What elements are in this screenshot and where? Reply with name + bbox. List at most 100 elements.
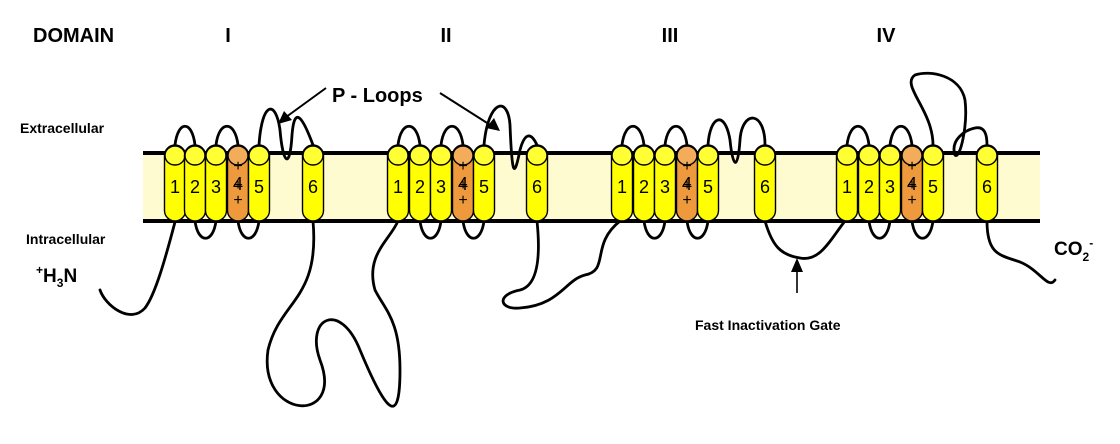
segment-cap xyxy=(302,145,324,166)
segment-cap xyxy=(387,145,409,166)
segment-cap xyxy=(205,145,227,166)
loop-iv-s4-s5-intra xyxy=(910,219,935,240)
segment-cap xyxy=(879,145,901,166)
segment-number: 6 xyxy=(760,177,770,197)
segment-number: 2 xyxy=(190,177,200,197)
loop-ii-s2-s3-intra xyxy=(418,219,443,240)
segment-s6-domain-i: 6 xyxy=(301,144,325,222)
segment-s3-domain-iv: 3 xyxy=(878,144,902,222)
voltage-sensor-charge: + xyxy=(458,158,467,175)
segment-number: 3 xyxy=(885,177,895,197)
loop-i-s2-s3-intra xyxy=(193,219,218,240)
segment-s1-domain-i: 1 xyxy=(163,144,187,222)
segment-s5-domain-iv: 5 xyxy=(921,144,945,222)
domain-header-label: DOMAIN xyxy=(33,25,114,47)
voltage-sensor-charge: + xyxy=(233,192,242,209)
segment-number: 1 xyxy=(170,177,180,197)
segment-number: 5 xyxy=(254,177,264,197)
voltage-sensor-charge: + xyxy=(233,177,242,194)
p-loops-label: P - Loops xyxy=(332,85,423,107)
c-terminus-label: CO2- xyxy=(1054,236,1093,264)
segment-number: 3 xyxy=(660,177,670,197)
loop-iii-s3-s4-extra xyxy=(663,125,689,147)
loop-ii-s3-s4-extra xyxy=(439,125,465,147)
segment-number: 4 xyxy=(682,174,692,194)
segment-cap xyxy=(922,145,944,166)
loop-iii-s1-s2-extra xyxy=(620,125,646,147)
segment-number: 1 xyxy=(617,177,627,197)
domain-numeral-i: I xyxy=(225,25,231,47)
loop-i-s4-s5-intra xyxy=(236,219,261,240)
voltage-sensor-charge: + xyxy=(682,192,691,209)
segment-s5-domain-i: 5 xyxy=(247,144,271,222)
segment-cap xyxy=(754,145,776,166)
segment-s4-domain-ii: 4+++ xyxy=(451,144,475,222)
voltage-sensor-charge: + xyxy=(233,158,242,175)
loop-iv-s3-s4-extra xyxy=(888,125,914,147)
voltage-sensor-charge: + xyxy=(682,158,691,175)
segment-cap xyxy=(654,145,676,166)
segment-s3-domain-i: 3 xyxy=(204,144,228,222)
domain-numeral-iii: III xyxy=(662,25,679,47)
loop-i-s1-s2-extra xyxy=(173,125,197,147)
segment-cap xyxy=(858,145,880,166)
segment-cap xyxy=(526,145,548,166)
p-loop-iv xyxy=(909,71,989,157)
voltage-sensor-charge: + xyxy=(907,192,916,209)
n-terminus-tail: N xyxy=(63,266,77,287)
voltage-sensor-charge: + xyxy=(682,177,691,194)
segment-s1-domain-ii: 1 xyxy=(386,144,410,222)
voltage-sensor-charge: + xyxy=(458,192,467,209)
segment-cap xyxy=(697,145,719,166)
loop-iv-s1-s2-extra xyxy=(845,125,871,147)
n-terminal-tail xyxy=(98,220,177,316)
segment-number: 5 xyxy=(479,177,489,197)
linker-i-ii xyxy=(265,219,402,408)
segment-cap xyxy=(836,145,858,166)
segment-s3-domain-iii: 3 xyxy=(653,144,677,222)
extracellular-label: Extracellular xyxy=(20,120,105,136)
loop-iv-s2-s3-intra xyxy=(867,219,892,240)
p-loop-i xyxy=(257,107,315,161)
segment-cap xyxy=(164,145,186,166)
intracellular-label: Intracellular xyxy=(26,231,106,247)
p-loops-pointers xyxy=(278,87,500,131)
segment-cap xyxy=(633,145,655,166)
segment-cap xyxy=(430,145,452,166)
loop-i-s3-s4-extra xyxy=(214,125,240,147)
linker-ii-iii xyxy=(501,219,622,310)
domain-numeral-ii: II xyxy=(440,25,451,47)
segment-cap xyxy=(184,145,206,166)
fast-inactivation-gate-arrow xyxy=(791,258,803,293)
p-loop-iii xyxy=(706,116,767,164)
segment-number: 1 xyxy=(842,177,852,197)
segment-s2-domain-ii: 2 xyxy=(408,144,432,222)
segment-s5-domain-ii: 5 xyxy=(472,144,496,222)
segment-cap xyxy=(976,145,998,166)
segment-number: 4 xyxy=(458,174,468,194)
c-terminal-tail xyxy=(985,219,1057,284)
segment-cap xyxy=(248,145,270,166)
segment-s1-domain-iv: 1 xyxy=(835,144,859,222)
fast-inactivation-gate-label: Fast Inactivation Gate xyxy=(695,317,841,333)
segment-number: 2 xyxy=(415,177,425,197)
voltage-sensor-charge: + xyxy=(907,158,916,175)
segment-number: 5 xyxy=(703,177,713,197)
segment-number: 3 xyxy=(211,177,221,197)
c-terminus-sup: - xyxy=(1089,236,1093,250)
n-terminus-plus: + xyxy=(36,263,43,277)
segment-number: 2 xyxy=(864,177,874,197)
segment-s4-domain-iv: 4+++ xyxy=(900,144,924,222)
loop-iii-s4-s5-intra xyxy=(685,219,710,240)
segment-s2-domain-iv: 2 xyxy=(857,144,881,222)
segment-s1-domain-iii: 1 xyxy=(610,144,634,222)
n-terminus-sub: 3 xyxy=(57,276,64,290)
polypeptide-chain xyxy=(98,71,1057,408)
segment-s2-domain-i: 2 xyxy=(183,144,207,222)
segment-number: 5 xyxy=(928,177,938,197)
segment-cap xyxy=(473,145,495,166)
voltage-sensor-charge: + xyxy=(907,177,916,194)
voltage-sensor-charge: + xyxy=(458,177,467,194)
